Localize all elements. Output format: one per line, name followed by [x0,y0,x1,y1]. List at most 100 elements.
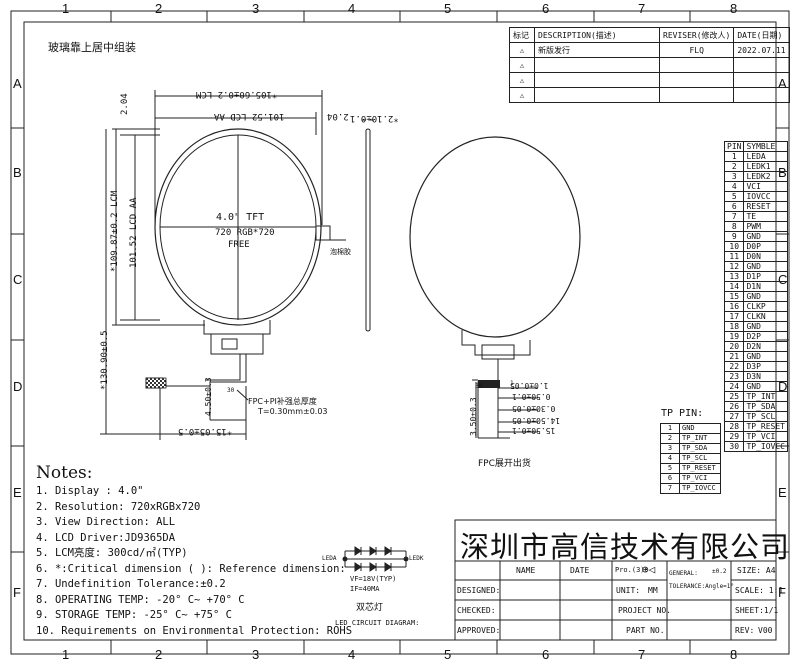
tb-designed: DESIGNED: [457,586,501,595]
pin-symbol: LEDA [743,151,788,162]
led-anode-label: LEDA [322,555,337,562]
pin-symbol: D2P [743,331,788,342]
col-label-8-bottom: 8 [730,647,738,662]
panel-free-label: FREE [228,240,250,250]
pin-symbol: TP_IOVCC [743,441,788,452]
tb-size: SIZE: A4 [737,566,776,575]
revision-mark-icon: ⚠ [519,45,525,55]
pin-symbol: IOVCC [743,191,788,202]
pin-symbol: CLKN [743,311,788,322]
col-label-7: 7 [638,1,646,16]
revision-mark-icon: ⚠ [519,90,525,100]
col-label-1-bottom: 1 [62,647,70,662]
back-dim-3: 0.30±0.05 [512,404,556,413]
rev-header-date: DATE(日期) [733,27,790,43]
pin-number: 14 [723,281,745,292]
back-dim-vert: 3.50±0.3 [469,397,478,436]
led-cathode-label: LEDK [409,555,424,562]
col-label-5-bottom: 5 [444,647,452,662]
revision-mark-icon: ⚠ [519,75,525,85]
pin-number: 17 [723,311,745,322]
tb-checked: CHECKED: [457,606,496,615]
panel-size-label: 4.0" TFT [216,212,265,223]
tb-scale: SCALE: 1:1 [735,586,784,595]
revision-mark-icon: ⚠ [519,60,525,70]
dim-fpc-len: 4.50±0.3 [204,377,213,416]
tp-pin-title: TP PIN: [661,408,704,419]
pin-symbol: D0P [743,241,788,252]
row-label-b: B [13,165,22,180]
pin-number: 15 [723,291,745,302]
pin-number: 6 [723,201,745,212]
tb-general-val: ±0.2 [712,568,727,575]
note-item: 7. Undefinition Tolerance:±0.2 [36,578,226,590]
pin-number: 24 [723,381,745,392]
pin-symbol: LEDK1 [743,161,788,172]
tp-pin-symbol: GND [679,423,721,434]
pin-number: 4 [723,181,745,192]
col-label-3-bottom: 3 [252,647,260,662]
pin-header-symbol: SYMBLE [743,141,788,152]
assembly-note: 玻璃靠上居中组装 [48,41,136,54]
col-label-6: 6 [542,1,550,16]
note-item: 5. LCM亮度: 300cd/㎡(TYP) [36,547,188,559]
dim-left-inner: 101.52 LCD AA [129,197,139,268]
side-view [362,119,374,332]
dim-left-small: 2.04 [120,93,130,115]
tb-approved: APPROVED: [457,626,501,635]
notes-heading: Notes: [36,463,93,483]
dim-bottom-fpc: *15.05±0.5 [178,426,233,436]
rev-date: 2022.07.11 [733,42,790,58]
fpc-shipping-label: FPC展开出货 [478,459,531,469]
front-fpc-connector [145,377,167,389]
tb-part-no: PART NO. [626,626,665,635]
notes-list: 1. Display : 4.0"2. Resolution: 720xRGBx… [36,484,352,639]
pin-symbol: GND [743,291,788,302]
tp-pin-symbol: TP_SDA [679,443,721,454]
pin-symbol: GND [743,321,788,332]
pin-symbol: GND [743,261,788,272]
back-dim-1: 1.0±0.05 [510,381,549,390]
pin-number: 27 [723,411,745,422]
tb-project-no: PROJECT NO. [618,606,671,615]
tp-pin-number: 6 [660,473,680,484]
pin-symbol: GND [743,231,788,242]
tp-pin-number: 2 [660,433,680,444]
pin-number: 2 [723,161,745,172]
led-circuit-title: LED CIRCUIT DIAGRAM: [335,619,420,627]
pin-symbol: D3P [743,361,788,372]
col-label-7-bottom: 7 [638,647,646,662]
tb-general-label: GENERAL: [669,570,698,577]
col-label-8: 8 [730,1,738,16]
pin-number: 20 [723,341,745,352]
back-fpc-stiffener [478,380,500,388]
tb-tolerance: TOLERANCE:Angle=1° [669,583,735,590]
led-if: IF=40MA [350,585,380,593]
col-label-3: 3 [252,1,260,16]
led-circuit-cn: 双芯灯 [356,603,384,613]
rev-header-desc: DESCRIPTION(描述) [534,27,660,43]
note-item: 6. *:Critical dimension ( ): Reference d… [36,562,346,575]
row-label-f-right: F [778,585,786,600]
pin-symbol: VCI [743,181,788,192]
